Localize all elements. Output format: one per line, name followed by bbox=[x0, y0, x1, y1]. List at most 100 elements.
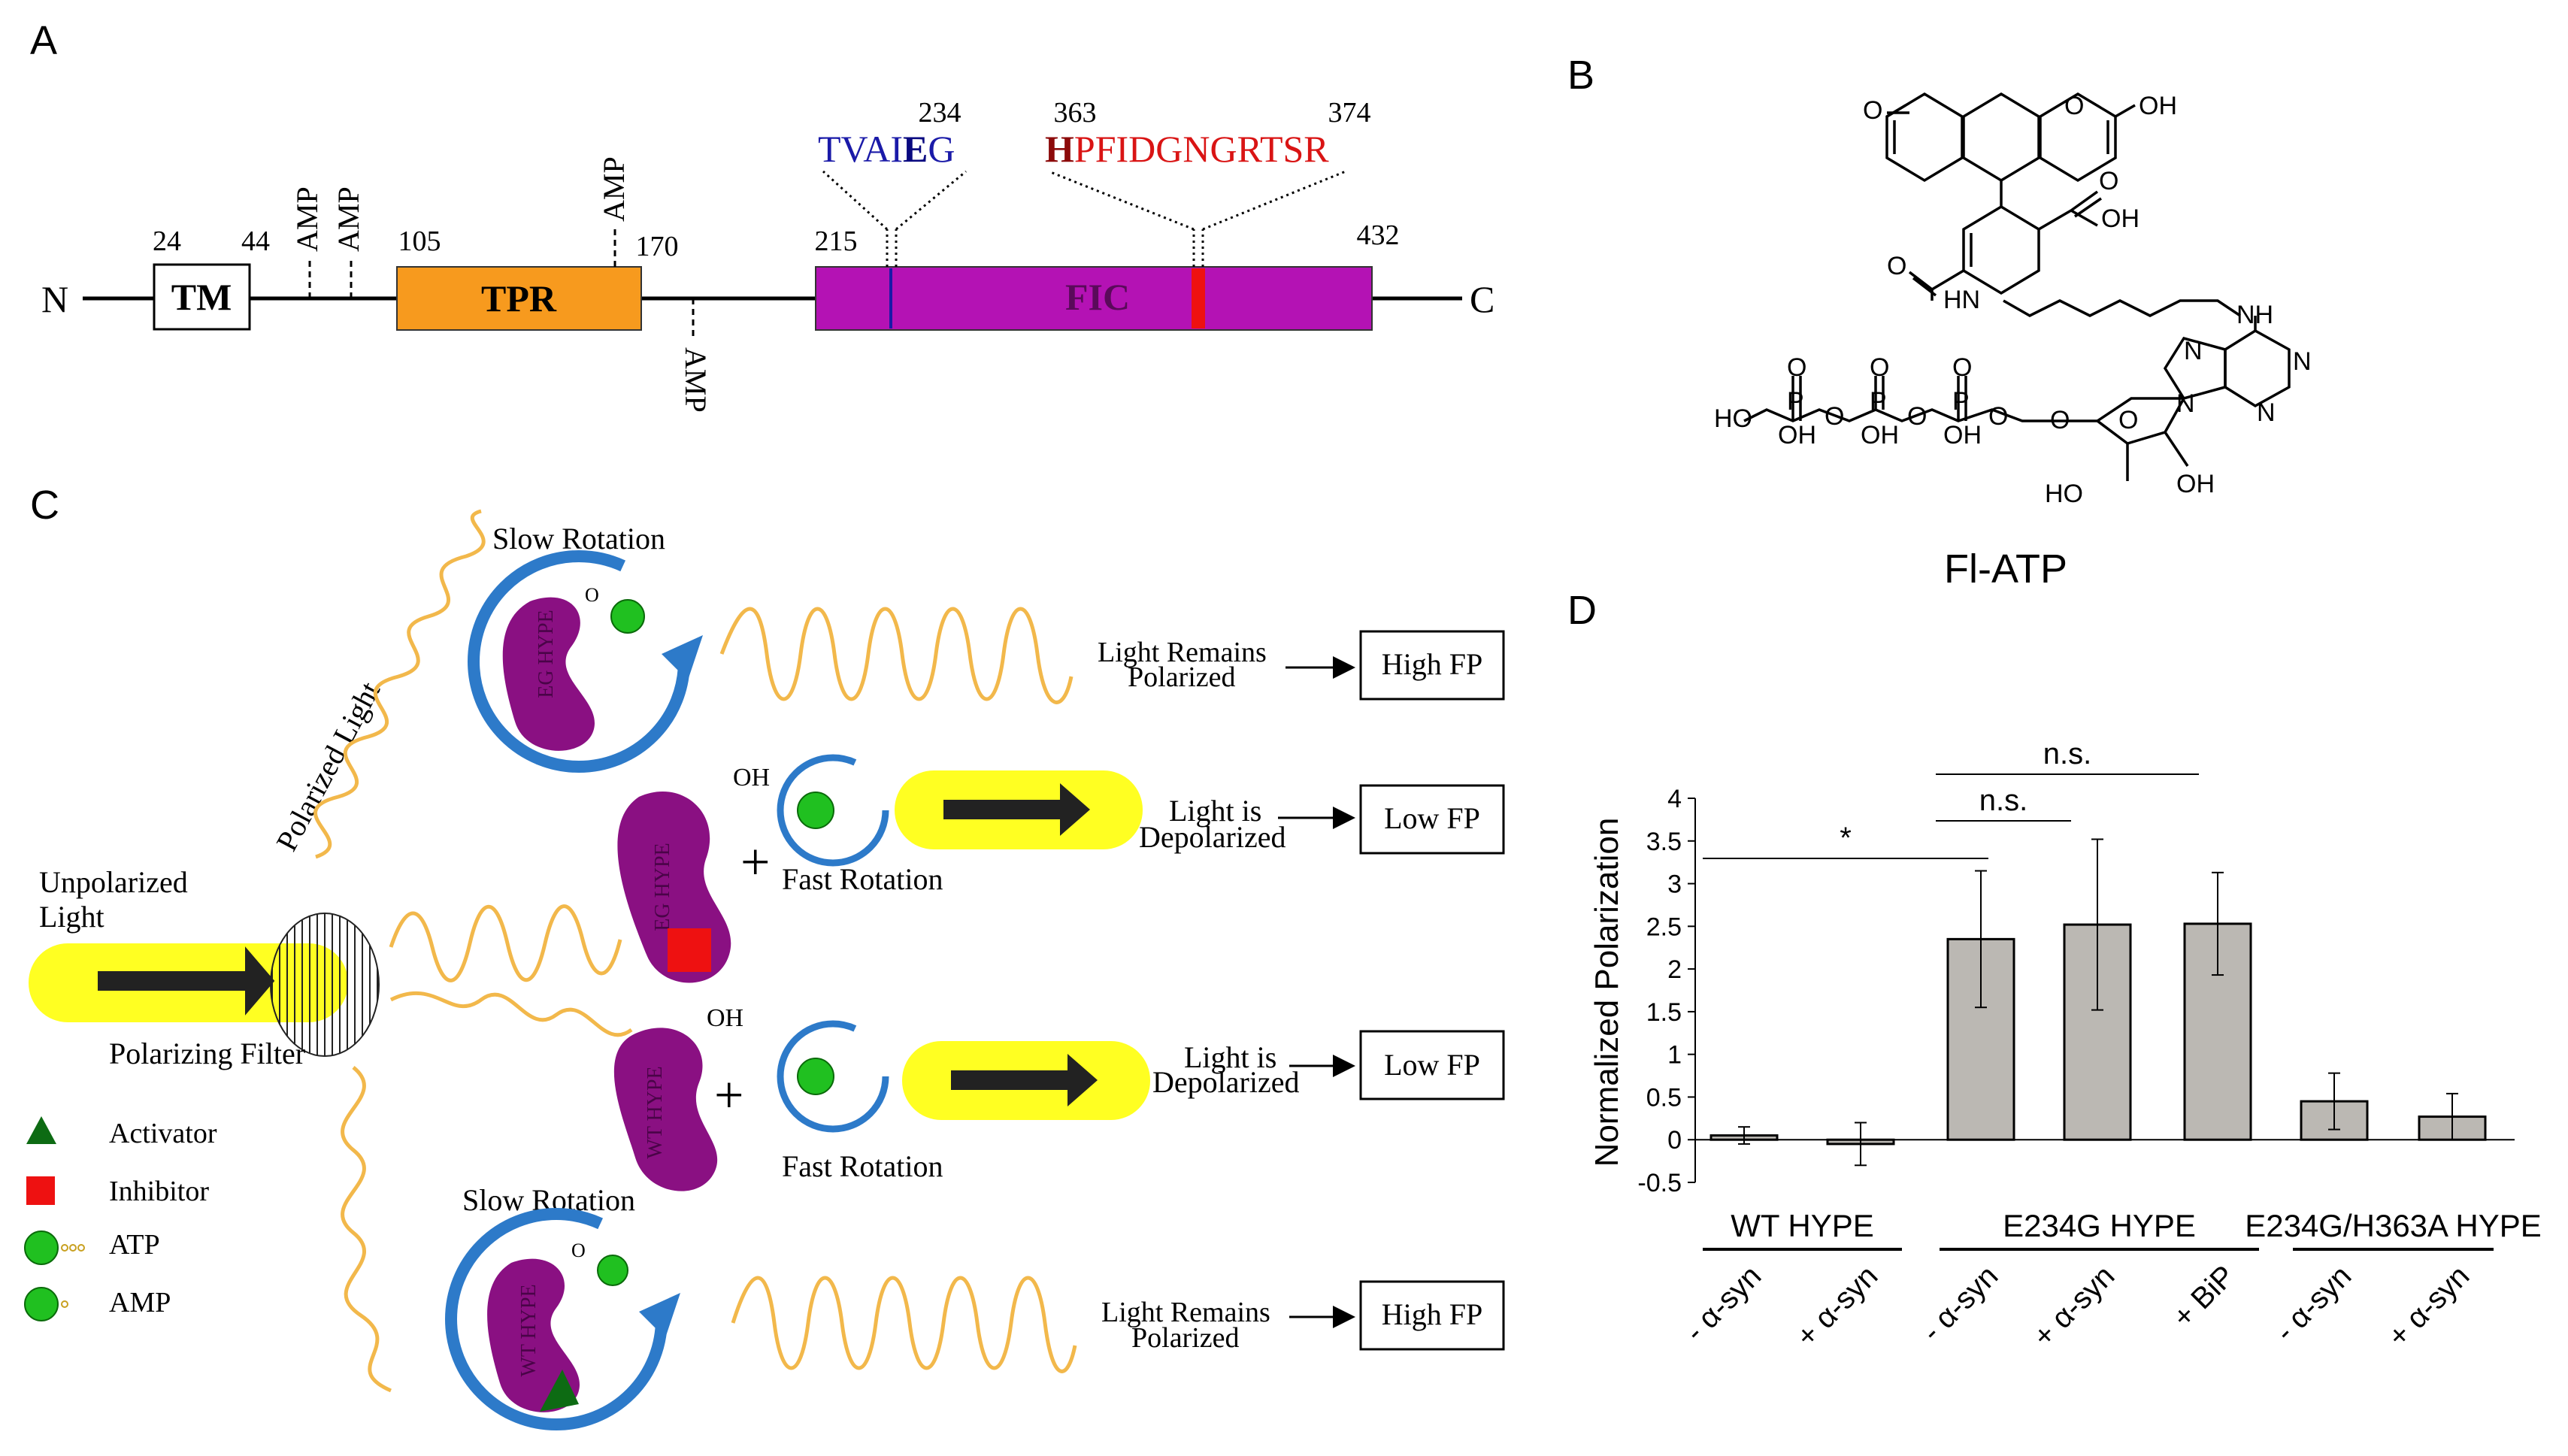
y-tick-label: 0.5 bbox=[1646, 1083, 1682, 1112]
amp-label-3: AMP bbox=[597, 156, 631, 222]
legend: Activator Inhibitor ATP AMP bbox=[24, 1116, 217, 1321]
panel-b: B bbox=[1567, 53, 2312, 592]
x-category-label: + BiP bbox=[2167, 1259, 2242, 1334]
svg-text:O: O bbox=[1870, 353, 1889, 382]
pos-44: 44 bbox=[241, 226, 270, 257]
y-tick-label: 2.5 bbox=[1646, 913, 1682, 941]
low-fp-label-row2: Low FP bbox=[1384, 801, 1480, 835]
inhibitor-square-row2 bbox=[668, 928, 711, 972]
legend-atp-label: ATP bbox=[109, 1229, 160, 1261]
legend-atp-phosphate-1 bbox=[61, 1244, 68, 1252]
fast-rotation-ring-row3 bbox=[777, 1020, 889, 1133]
remains-label-top-1: Light Remains bbox=[1098, 637, 1267, 668]
emission-wave-top bbox=[719, 607, 1074, 704]
panel-c: C Unpolarized Light Polarizing Filter Po… bbox=[24, 483, 1505, 1430]
pos-432: 432 bbox=[1357, 219, 1400, 251]
svg-text:OH: OH bbox=[1861, 421, 1899, 450]
x-category-label: - α-syn bbox=[2269, 1259, 2358, 1348]
fl-atp-atoms: O O OH O OH O HN NH N N N N O HO OH O HO… bbox=[1714, 92, 2312, 508]
y-tick-label: 1.5 bbox=[1646, 998, 1682, 1027]
depol-label-row2-1: Light is bbox=[1169, 794, 1261, 828]
tm-label: TM bbox=[171, 276, 232, 318]
svg-text:O: O bbox=[1988, 402, 2008, 431]
svg-text:O: O bbox=[1887, 252, 1906, 280]
legend-atp-icon bbox=[24, 1230, 59, 1265]
remains-label-bottom-1: Light Remains bbox=[1101, 1297, 1270, 1328]
motif2-lead-a bbox=[1048, 170, 1195, 231]
x-category-label: - α-syn bbox=[1915, 1259, 2004, 1348]
y-tick-label: 2 bbox=[1667, 955, 1682, 984]
high-fp-box-top bbox=[1359, 630, 1505, 701]
svg-text:N: N bbox=[2257, 398, 2276, 427]
pos-24: 24 bbox=[153, 226, 181, 257]
svg-text:O: O bbox=[2099, 167, 2118, 195]
legend-activator-icon bbox=[26, 1116, 56, 1144]
panel-a: A N C TM 24 44 AMP AMP TPR 105 AMP 170 A… bbox=[30, 18, 1494, 413]
group-label: WT HYPE bbox=[1731, 1208, 1874, 1243]
eg-hype-label-top: EG HYPE bbox=[534, 610, 558, 698]
significance-label: n.s. bbox=[2043, 737, 2091, 770]
svg-text:O: O bbox=[1907, 402, 1927, 431]
svg-text:O: O bbox=[1825, 402, 1844, 431]
ligand-atp-bottom bbox=[597, 1255, 628, 1286]
remains-label-bottom-2: Polarized bbox=[1131, 1322, 1240, 1354]
panel-d-label: D bbox=[1567, 588, 1597, 633]
pos-215: 215 bbox=[815, 226, 858, 257]
fast-rotation-label-row3: Fast Rotation bbox=[782, 1149, 943, 1183]
eg-hype-label-row2: EG HYPE bbox=[651, 843, 674, 931]
motif1-sequence: TVAIEG bbox=[818, 128, 955, 170]
y-tick-label: 4 bbox=[1667, 785, 1682, 813]
unpolarized-label-1: Unpolarized bbox=[39, 865, 188, 899]
panel-c-label: C bbox=[30, 483, 59, 528]
legend-atp-phosphate-2 bbox=[69, 1244, 77, 1252]
plus-row2: + bbox=[740, 834, 770, 891]
tpr-domain bbox=[396, 266, 642, 331]
svg-text:O: O bbox=[1787, 353, 1806, 382]
y-tick-label: 1 bbox=[1667, 1041, 1682, 1070]
svg-text:O: O bbox=[1952, 353, 1972, 382]
fic-label: FIC bbox=[1065, 276, 1130, 318]
oh-label-row2: OH bbox=[733, 764, 770, 792]
amp-label-2: AMP bbox=[332, 186, 365, 252]
legend-activator-label: Activator bbox=[109, 1118, 217, 1149]
remains-label-top-2: Polarized bbox=[1128, 661, 1236, 693]
low-fp-box-row2 bbox=[1359, 784, 1505, 855]
y-tick-label: 3 bbox=[1667, 870, 1682, 899]
significance-label: n.s. bbox=[1979, 784, 2027, 817]
c-terminus-label: C bbox=[1470, 278, 1494, 320]
motif1-lead-b bbox=[895, 170, 967, 231]
plus-row3: + bbox=[714, 1067, 743, 1125]
fl-atp-caption: Fl-ATP bbox=[1944, 546, 2067, 592]
unpolarized-label-2: Light bbox=[39, 900, 104, 934]
group-label: E234G/H363A HYPE bbox=[2245, 1208, 2542, 1243]
svg-text:O: O bbox=[2118, 406, 2138, 434]
low-fp-box-row3 bbox=[1359, 1030, 1505, 1100]
y-tick-label: 0 bbox=[1667, 1126, 1682, 1155]
pos-105: 105 bbox=[398, 226, 441, 257]
n-terminus-label: N bbox=[41, 278, 68, 320]
y-tick-label: 3.5 bbox=[1646, 828, 1682, 856]
panel-a-label: A bbox=[30, 18, 57, 63]
significance-label: * bbox=[1840, 822, 1852, 855]
x-category-label: + α-syn bbox=[2382, 1259, 2476, 1353]
depol-label-row3-1: Light is bbox=[1184, 1040, 1276, 1074]
legend-atp-phosphate-3 bbox=[77, 1244, 85, 1252]
h363-marker bbox=[1192, 268, 1205, 328]
polarized-light-label: Polarized Light bbox=[269, 676, 386, 856]
amp-label-1: AMP bbox=[290, 186, 324, 252]
ligand-atp-row3 bbox=[797, 1058, 834, 1095]
svg-text:OH: OH bbox=[1778, 421, 1816, 450]
high-fp-label-top: High FP bbox=[1382, 647, 1483, 681]
low-fp-label-row3: Low FP bbox=[1384, 1048, 1480, 1082]
depol-label-row2-2: Depolarized bbox=[1139, 820, 1286, 854]
incoming-waves bbox=[313, 509, 633, 1393]
svg-text:OH: OH bbox=[1943, 421, 1982, 450]
pos-374: 374 bbox=[1328, 97, 1371, 129]
wt-hype-label-row3: WT HYPE bbox=[644, 1066, 667, 1158]
ligand-o-bottom: O bbox=[571, 1240, 586, 1261]
svg-text:NH: NH bbox=[2236, 301, 2273, 329]
x-category-label: + α-syn bbox=[2027, 1259, 2121, 1353]
oh-label-row3: OH bbox=[707, 1004, 743, 1032]
panel-b-label: B bbox=[1567, 53, 1594, 98]
